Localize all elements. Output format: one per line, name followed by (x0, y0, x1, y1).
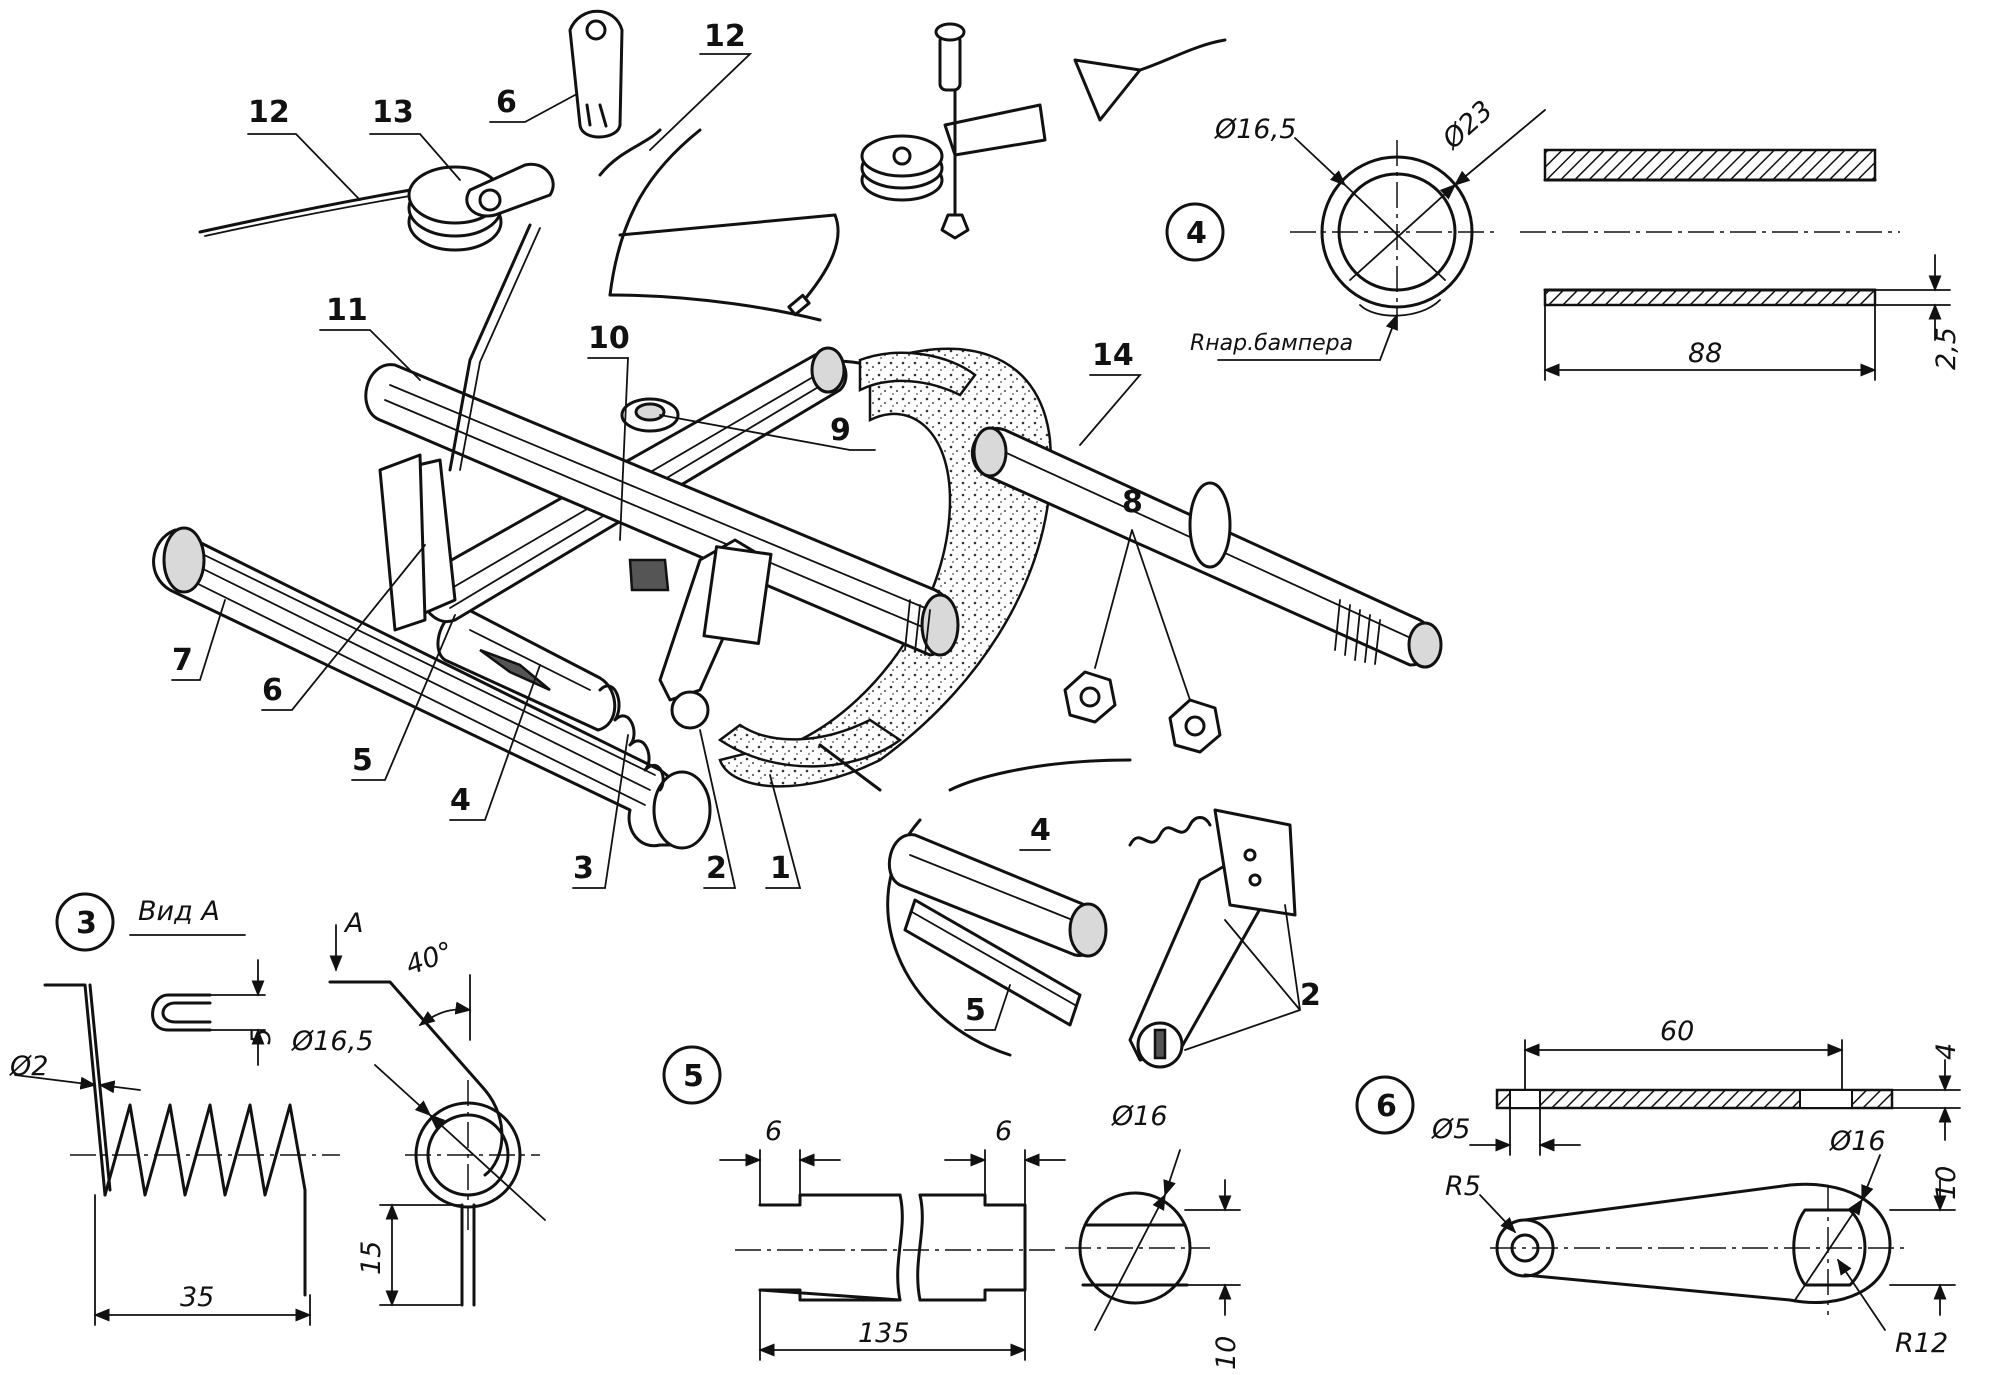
detail-3-wire: Ø2 (9, 1051, 48, 1082)
detail-6-width: 10 (1931, 1166, 1962, 1200)
detail-6: 6 60 4 Ø5 Ø16 10 R5 R1 (1355, 1016, 1962, 1359)
label-7: 7 (172, 643, 193, 678)
label-6-left: 6 (262, 673, 283, 708)
detail-5-end2: 6 (995, 1116, 1012, 1147)
label-14: 14 (1092, 338, 1134, 373)
detail-6-hole: Ø5 (1431, 1114, 1470, 1145)
detail-5-dia: Ø16 (1111, 1101, 1168, 1132)
detail-4-radius: Rнар.бампера (1190, 331, 1353, 356)
lever-part-6-top (568, 9, 624, 139)
detail-4-length: 88 (1688, 338, 1722, 369)
detail-3-angle: 40° (402, 936, 458, 981)
exploded-detail (818, 743, 1297, 1069)
label-10: 10 (588, 321, 630, 356)
label-12-right: 12 (704, 19, 746, 54)
detail-3-length: 35 (180, 1282, 214, 1313)
detail-3-gap: 5 (246, 1028, 277, 1045)
label-9: 9 (830, 413, 851, 448)
detail-5-marker (662, 1045, 722, 1105)
detail-5-flat: 10 (1211, 1336, 1242, 1370)
detail-3-dia: Ø16,5 (291, 1026, 373, 1057)
lever-part-2 (658, 538, 773, 730)
label-6-top: 6 (496, 85, 517, 120)
wheel-part-1 (717, 347, 1053, 788)
label-4: 4 (450, 783, 471, 818)
detail-3: 3 Вид А Ø2 35 5 А 40° (9, 892, 546, 1326)
detail-5-length: 135 (858, 1318, 910, 1349)
detail-5-end1: 6 (765, 1116, 782, 1147)
rear-tube-11 (364, 363, 960, 657)
detail-6-thick: 4 (1931, 1043, 1962, 1060)
part-labels: 12 13 6 12 11 10 9 14 7 6 5 4 3 (171, 19, 1321, 1051)
nuts-part-8 (1063, 670, 1222, 754)
detail-4: 4 Ø16,5 Ø23 Rнар.бампера 88 2,5 (1165, 95, 1962, 381)
detail-3-marker (55, 892, 115, 952)
detail-6-marker (1355, 1075, 1415, 1135)
detail-6-bore: Ø16 (1829, 1126, 1886, 1157)
detail-6-r5: R5 (1445, 1171, 1481, 1202)
cable-bow (608, 128, 840, 322)
detail-3-arrow: А (343, 908, 363, 939)
label-5: 5 (352, 743, 373, 778)
detail-5: 5 6 6 135 10 Ø16 (662, 1045, 1242, 1370)
label-1: 1 (770, 851, 791, 886)
label-12-left: 12 (248, 95, 290, 130)
detail-3-view: Вид А (138, 896, 220, 927)
label-3: 3 (573, 851, 594, 886)
detail-4-inner-dia: Ø16,5 (1214, 114, 1296, 145)
detail-4-marker (1165, 202, 1225, 262)
label-4-exploded: 4 (1030, 813, 1051, 848)
detail-6-length: 60 (1660, 1016, 1694, 1047)
label-2-exploded: 2 (1300, 978, 1321, 1013)
label-2: 2 (706, 851, 727, 886)
label-8: 8 (1122, 485, 1143, 520)
detail-3-number: 3 (76, 906, 97, 941)
pulley-13 (407, 162, 555, 252)
detail-6-number: 6 (1376, 1089, 1397, 1124)
bumper-tube-7 (152, 526, 712, 850)
pulley-assembly-detail (860, 22, 1227, 240)
spring-part-3 (598, 684, 665, 792)
detail-4-number: 4 (1186, 216, 1207, 251)
bolt-9 (620, 397, 680, 592)
label-11: 11 (326, 293, 368, 328)
detail-3-leg: 15 (356, 1241, 387, 1275)
detail-6-r12: R12 (1895, 1328, 1948, 1359)
main-assembly (152, 9, 1443, 850)
bracket-6 (378, 453, 457, 632)
label-5-exploded: 5 (965, 993, 986, 1028)
detail-5-number: 5 (683, 1059, 704, 1094)
detail-4-wall: 2,5 (1931, 327, 1962, 370)
label-13: 13 (372, 95, 414, 130)
axle-part-14 (970, 426, 1443, 669)
detail-4-outer-dia: Ø23 (1436, 95, 1499, 156)
